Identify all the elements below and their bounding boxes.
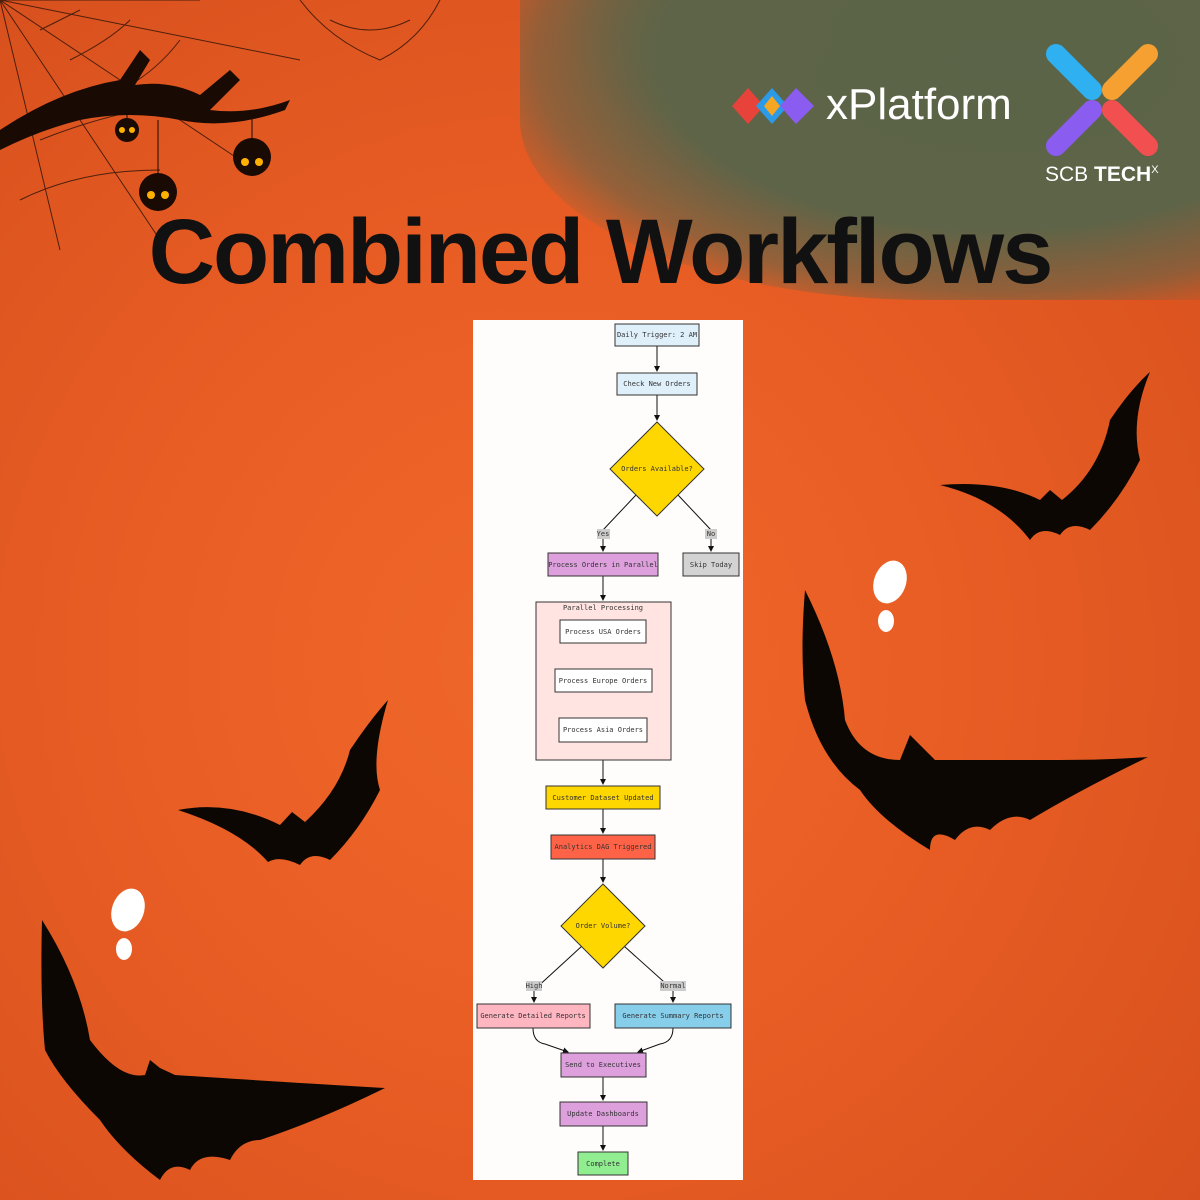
label-process-parallel: Process Orders in Parallel [548,561,658,569]
node-check-orders [616,372,698,396]
flowchart: Daily Trigger: 2 AM Check New Orders Ord… [476,323,740,1176]
label-detailed-reports: Generate Detailed Reports [480,1012,585,1020]
node-send-exec [560,1052,647,1078]
label-summary-reports: Generate Summary Reports [622,1012,723,1020]
label-usa: Process USA Orders [565,628,641,636]
label-parallel-group: Parallel Processing [563,604,643,612]
edge-label-yes: Yes [597,530,610,538]
edge-label-high: High [526,982,543,990]
node-usa [559,619,647,644]
edge-label-normal: Normal [660,982,685,990]
brand-tech: TECH [1094,163,1152,186]
scb-techx-brand-name: SCB TECHX [1045,163,1159,187]
node-daily-trigger [614,323,700,347]
skull-icon [115,118,139,142]
scb-techx-logo-icon [1046,44,1158,156]
bat-icon [41,920,386,1180]
node-summary-reports [614,1003,732,1029]
node-complete [577,1151,629,1176]
decision-order-volume [560,883,646,969]
skull-icon [139,173,177,211]
label-europe: Process Europe Orders [559,677,648,685]
workflow-diagram: Daily Trigger: 2 AM Check New Orders Ord… [473,320,743,1180]
xplatform-brand-name: xPlatform [826,80,1012,129]
label-orders-available: Orders Available? [621,465,693,473]
label-daily-trigger: Daily Trigger: 2 AM [617,331,697,339]
label-update-dash: Update Dashboards [567,1110,639,1118]
label-skip-today: Skip Today [690,561,732,569]
brand-x: X [1151,164,1159,176]
node-detailed-reports [476,1003,591,1029]
label-asia: Process Asia Orders [563,726,643,734]
xplatform-logo-icon [732,88,814,124]
cobweb-branch-decoration [0,0,441,251]
bat-icon [940,372,1150,540]
node-customer-dataset [545,785,661,810]
label-complete: Complete [586,1160,620,1168]
decision-orders-available [609,421,705,517]
label-analytics-dag: Analytics DAG Triggered [555,843,652,851]
page-title: Combined Workflows [148,201,1054,303]
bat-icon [802,590,1148,850]
node-skip-today [682,552,740,577]
node-analytics-dag [550,834,656,860]
smoke-cloud [560,0,860,140]
node-asia [558,717,648,743]
edge-label-no: No [707,530,715,538]
label-send-exec: Send to Executives [565,1061,641,1069]
brand-scb: SCB [1045,163,1089,186]
node-europe [554,668,653,693]
label-customer-dataset: Customer Dataset Updated [552,794,653,802]
node-process-parallel [547,552,659,577]
skull-icon [233,138,271,176]
bat-icon [178,700,388,865]
label-check-orders: Check New Orders [623,380,690,388]
node-update-dash [559,1101,648,1127]
label-order-volume: Order Volume? [576,922,631,930]
